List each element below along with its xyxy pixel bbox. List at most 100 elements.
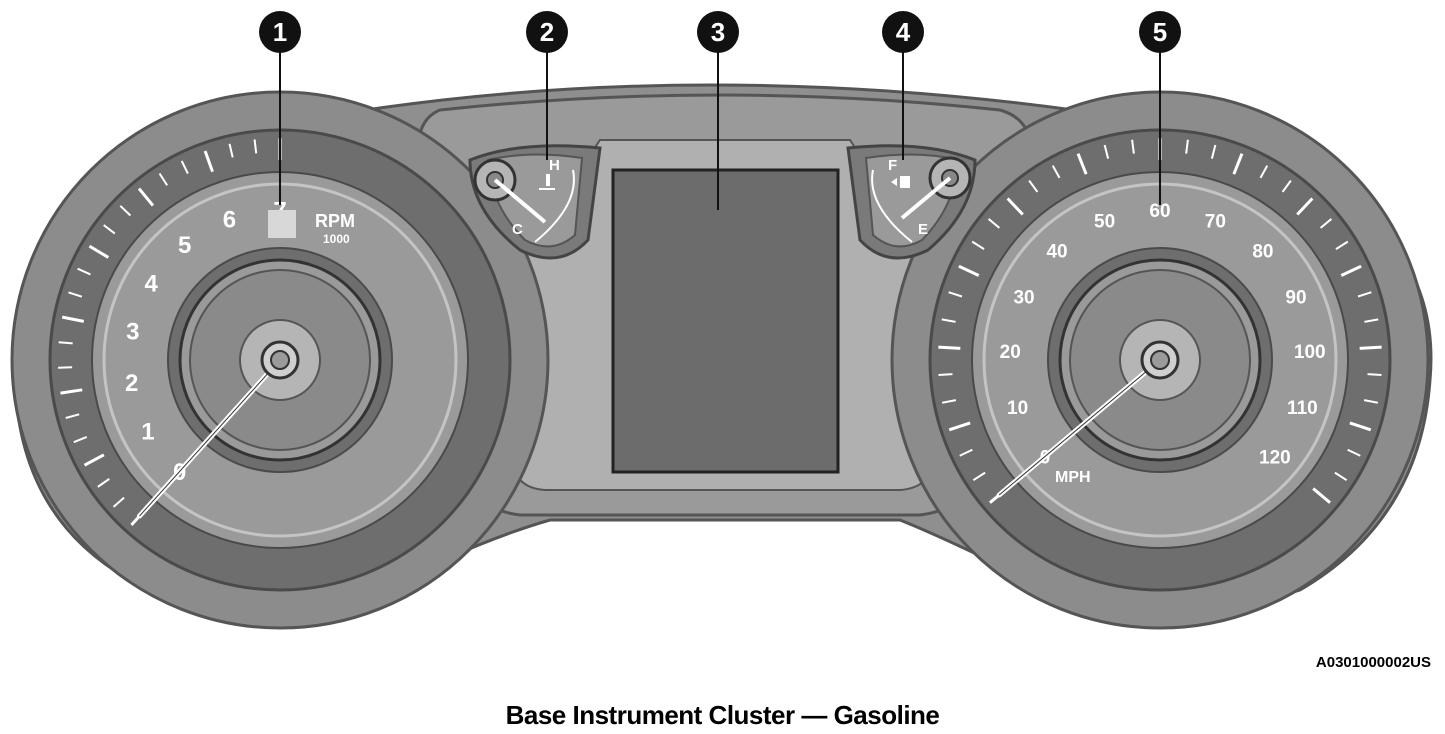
speedometer-tick [938, 345, 961, 350]
speedometer-tick [941, 399, 957, 404]
tachometer-tick [61, 315, 85, 323]
callout-number: 5 [1153, 17, 1167, 47]
speedometer-tick [948, 421, 971, 432]
speedometer-tick-label: 120 [1259, 447, 1291, 468]
speedometer-tick [987, 218, 1001, 229]
speedometer-tick-label: 80 [1252, 242, 1273, 263]
speedometer-tick [1349, 421, 1372, 432]
speedometer-tick [1232, 153, 1244, 175]
speedometer-tick [1281, 180, 1292, 193]
speedometer-tick-label: 70 [1205, 211, 1226, 232]
speedometer-tick [1131, 139, 1135, 154]
tachometer-tick [158, 172, 168, 186]
tachometer-tick [83, 453, 105, 467]
speedometer-tick [1359, 345, 1382, 350]
tachometer-tick-label: 5 [178, 232, 191, 259]
tachometer-tick-label: 1 [141, 419, 154, 446]
speedometer-tick-label: 30 [1013, 287, 1034, 308]
speedometer-tick-label: 50 [1094, 211, 1115, 232]
speedometer-tick [1312, 487, 1332, 504]
tachometer-unit: RPM [315, 211, 355, 231]
speedometer-tick-label: 100 [1294, 342, 1326, 363]
tachometer-tick [97, 478, 110, 488]
speedometer-tick-label: 20 [1000, 342, 1021, 363]
temperature-low-label: C [512, 221, 523, 238]
speedometer-tick [1259, 165, 1269, 179]
speedometer-tick [1076, 153, 1088, 175]
callout-marker [526, 11, 568, 53]
tachometer-tick [253, 139, 258, 154]
tachometer-tick [68, 291, 83, 298]
speedometer-tick-label: 40 [1046, 242, 1067, 263]
callout-marker [259, 11, 301, 53]
tachometer-tick [203, 150, 214, 173]
figure-code: A0301000002US [1315, 654, 1431, 671]
callout-marker [882, 11, 924, 53]
tachometer-tick [228, 143, 234, 158]
tachometer-needle-outline [139, 359, 281, 517]
speedometer-tick [1364, 318, 1379, 323]
speedometer-unit: MPH [1055, 469, 1091, 486]
tachometer-tick-label: 3 [126, 319, 139, 346]
speedometer-tick [1319, 218, 1333, 229]
tachometer-tick [73, 436, 88, 444]
temperature-high-label: H [549, 157, 560, 174]
speedometer-tick-label: 90 [1285, 287, 1306, 308]
fuel-full-label: F [888, 157, 897, 174]
tachometer-tick [77, 267, 91, 276]
speedometer-tick [1210, 144, 1217, 159]
fuel-pump-icon [891, 176, 910, 188]
speedometer-tick [938, 373, 953, 377]
redline-hatch [268, 210, 296, 238]
callout-leaders [279, 48, 1161, 210]
speedometer-tick [1103, 144, 1110, 159]
tachometer-tick [137, 187, 155, 207]
speedometer-tick [941, 318, 956, 323]
speedometer-tick [1367, 373, 1382, 377]
speedometer-tick [959, 448, 973, 457]
speedometer-tick [1335, 240, 1349, 250]
speedometer-tick [948, 291, 963, 298]
tachometer-tick [58, 341, 73, 345]
callout-marker [1139, 11, 1181, 53]
tachometer-tick-label: 2 [125, 370, 138, 397]
speedometer-tick [1028, 180, 1039, 193]
speedometer-tick [971, 240, 985, 250]
tachometer: 01234567 RPM 1000 [10, 90, 550, 630]
speedometer-tick [1006, 197, 1024, 216]
temperature-needle [493, 178, 547, 224]
speedometer-tick-label: 60 [1149, 201, 1170, 222]
tachometer-tick [112, 496, 125, 508]
speedometer-tick [1340, 264, 1362, 277]
fuel-empty-label: E [918, 221, 928, 238]
speedometer-tick [1185, 139, 1189, 154]
speedometer-needle-outline [998, 359, 1161, 496]
fuel-needle [900, 176, 952, 220]
callout-marker [697, 11, 739, 53]
speedometer-tick [1334, 471, 1348, 482]
speedometer-tick [972, 471, 986, 482]
temperature-gauge: H C [468, 144, 602, 260]
speedometer-tick [1363, 399, 1379, 404]
callout-number: 2 [540, 17, 554, 47]
tachometer-tick [60, 388, 83, 395]
speedometer-tick [1357, 291, 1372, 298]
speedometer-tick [958, 264, 980, 277]
tachometer-tick [180, 160, 189, 174]
speedometer-tick-label: 110 [1287, 398, 1318, 419]
tachometer-tick-label: 4 [145, 271, 159, 298]
tachometer-tick [103, 224, 116, 235]
callout-number: 1 [273, 17, 287, 47]
fuel-gauge: F E [846, 144, 977, 260]
center-display [611, 168, 840, 474]
tachometer-multiplier: 1000 [323, 232, 350, 246]
speedometer-tick [1347, 448, 1361, 457]
figure-caption: Base Instrument Cluster — Gasoline [505, 700, 940, 730]
speedometer-tick [1296, 197, 1314, 216]
speedometer-tick-label: 10 [1007, 398, 1028, 419]
coolant-temperature-icon [539, 174, 555, 190]
tachometer-tick [65, 413, 80, 419]
tachometer-tick [119, 205, 132, 217]
